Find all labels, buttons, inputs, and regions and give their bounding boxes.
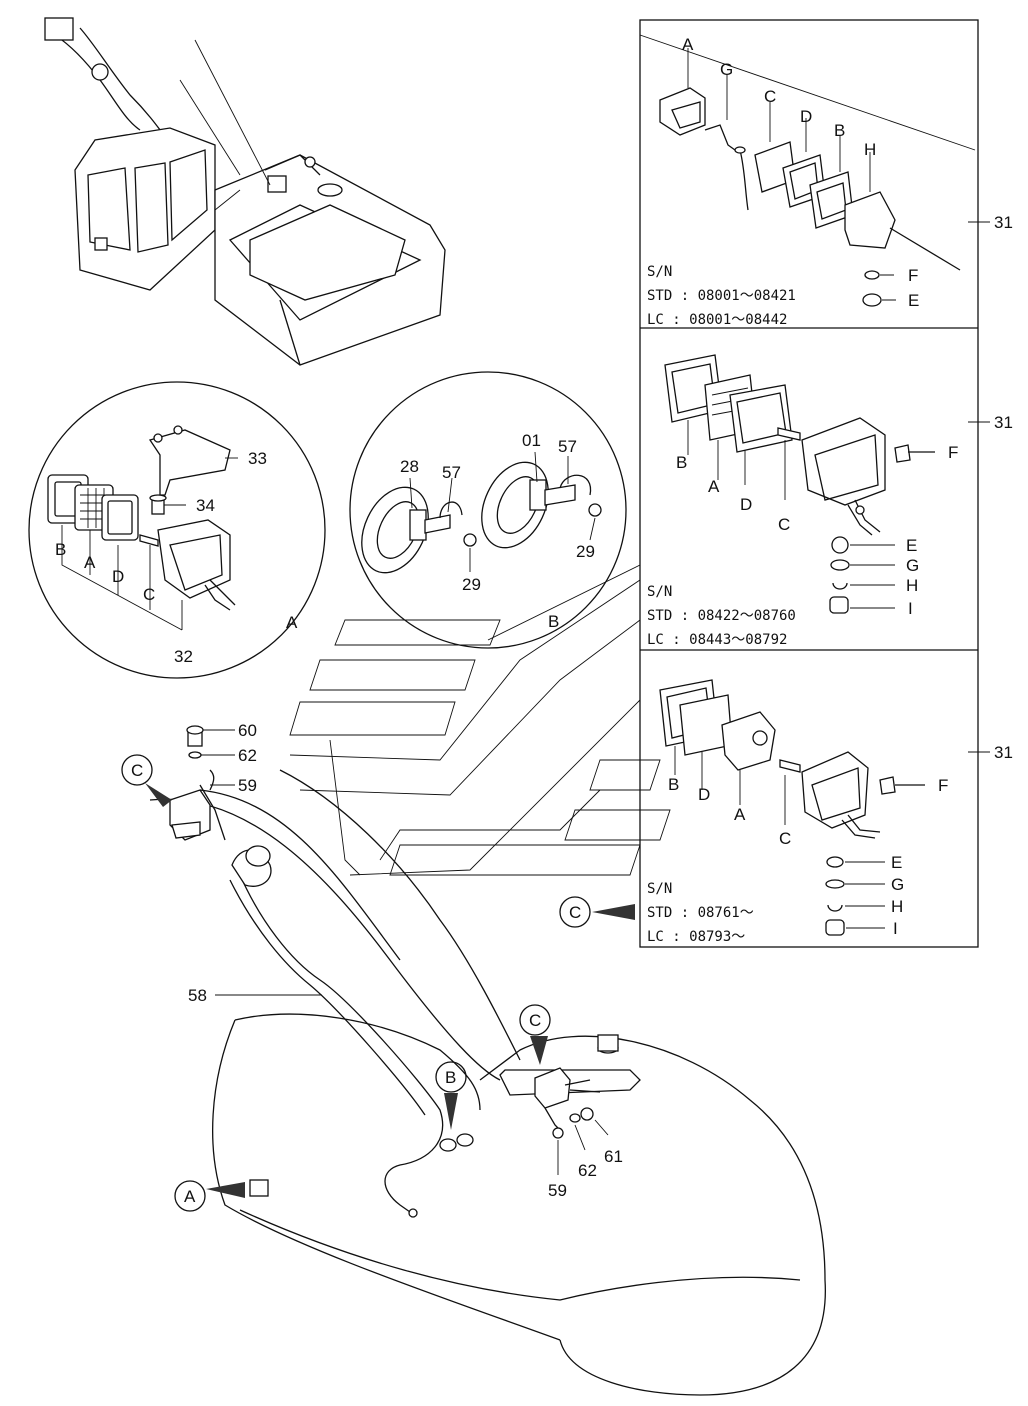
callout-a-label: A: [184, 1187, 196, 1206]
p3-letter-e: E: [891, 853, 902, 872]
p1-letter-g: G: [720, 60, 733, 79]
detail-b-tag: B: [548, 612, 559, 631]
p2-letter-h: H: [906, 576, 918, 595]
p1-letter-c: C: [764, 87, 776, 106]
part-d-label: D: [112, 567, 124, 586]
p3-letter-g: G: [891, 875, 904, 894]
p2-letter-f: F: [948, 443, 958, 462]
part-a-label: A: [84, 553, 96, 572]
part-58-label: 58: [188, 986, 207, 1005]
p2-letter-d: D: [740, 495, 752, 514]
p1-sn-title: S/N: [647, 264, 672, 280]
detail-b: 28 57 29 01 57 29 B: [349, 371, 627, 649]
detail-b-circle: [349, 371, 627, 649]
callout-c-panel: C: [559, 896, 635, 928]
p2-part-number: 31: [994, 413, 1013, 432]
part-29b-label: 29: [576, 542, 595, 561]
detail-a-tag: A: [286, 613, 298, 632]
p2-letter-a: A: [708, 477, 720, 496]
p2-letter-b: B: [676, 453, 687, 472]
p3-letter-i: I: [893, 919, 898, 938]
panel-2: B A D C F E G H I 31 S/N STD : 08422～087…: [647, 354, 1013, 648]
part-29a-label: 29: [462, 575, 481, 594]
p1-part-number: 31: [994, 213, 1013, 232]
part-60-label: 60: [238, 721, 257, 740]
p2-sn-line-1: STD : 08422～08760: [647, 608, 796, 624]
part-59a-label: 59: [238, 776, 257, 795]
callout-c-top-label: C: [131, 761, 143, 780]
part-33-label: 33: [248, 449, 267, 468]
p3-letter-b: B: [668, 775, 679, 794]
p1-letter-f: F: [908, 266, 918, 285]
p1-letter-e: E: [908, 291, 919, 310]
p3-sn-title: S/N: [647, 881, 672, 897]
part-32-label: 32: [174, 647, 193, 666]
p3-sn-line-1: STD : 08761～: [647, 905, 754, 921]
p3-letter-a: A: [734, 805, 746, 824]
excavator-overview: [44, 17, 446, 366]
connector-icon: [44, 17, 74, 41]
p3-part-number: 31: [994, 743, 1013, 762]
direction-arrow: [289, 579, 671, 876]
callout-b-label: B: [445, 1068, 456, 1087]
p1-letter-d: D: [800, 107, 812, 126]
p1-sn-line-1: STD : 08001～08421: [647, 288, 796, 304]
p2-letter-g: G: [906, 556, 919, 575]
panels-frame: [639, 19, 979, 948]
machine-body: 60 62 59 58 59 62 61: [149, 721, 826, 1396]
callout-c-panel-label: C: [569, 903, 581, 922]
part-28-label: 28: [400, 457, 419, 476]
callout-b: B: [435, 1061, 467, 1130]
part-57a-label: 57: [442, 463, 461, 482]
p1-sn-line-2: LC : 08001～08442: [647, 312, 787, 328]
part-b-label: B: [55, 540, 66, 559]
part-62b-label: 62: [578, 1161, 597, 1180]
p2-letter-e: E: [906, 536, 917, 555]
part-61-label: 61: [604, 1147, 623, 1166]
p2-sn-title: S/N: [647, 584, 672, 600]
callout-c-mid-label: C: [529, 1011, 541, 1030]
p2-sn-line-2: LC : 08443～08792: [647, 632, 787, 648]
variant-panels: A G C D B H F E 31 S/N STD : 08001～08421…: [639, 19, 1013, 948]
p2-letter-c: C: [778, 515, 790, 534]
p3-letter-f: F: [938, 776, 948, 795]
callout-c-mid: C: [519, 1004, 551, 1065]
p3-letter-h: H: [891, 897, 903, 916]
callout-a: A: [174, 1180, 245, 1212]
p3-letter-d: D: [698, 785, 710, 804]
p3-sn-line-2: LC : 08793～: [647, 929, 745, 945]
part-59b-label: 59: [548, 1181, 567, 1200]
p1-letter-a: A: [682, 35, 694, 54]
p3-letter-c: C: [779, 829, 791, 848]
callout-c-top: C: [121, 754, 172, 807]
panel-1: A G C D B H F E 31 S/N STD : 08001～08421…: [647, 35, 1013, 328]
p1-letter-b: B: [834, 121, 845, 140]
panel-3: B D A C F E G H I 31 S/N STD : 08761～ LC…: [647, 679, 1013, 945]
detail-a: 33 34 B A D C 32 A: [28, 381, 326, 679]
part-c-label: C: [143, 585, 155, 604]
p1-letter-h: H: [864, 140, 876, 159]
part-01-label: 01: [522, 431, 541, 450]
part-62a-label: 62: [238, 746, 257, 765]
part-34-label: 34: [196, 496, 215, 515]
detail-a-circle: [28, 381, 326, 679]
part-57b-label: 57: [558, 437, 577, 456]
p2-letter-i: I: [908, 599, 913, 618]
